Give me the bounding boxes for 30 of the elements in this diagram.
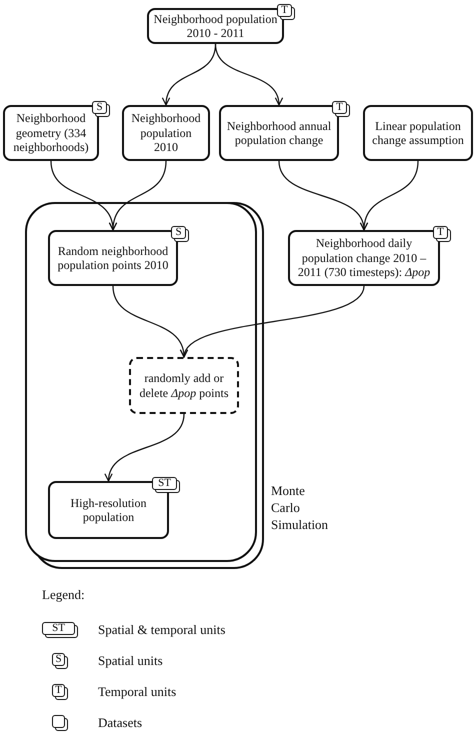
unit-badge: S — [92, 101, 107, 114]
arrow — [360, 160, 419, 231]
legend-text: Spatial units — [98, 653, 163, 669]
node-text: Neighborhood population 2010 — [130, 111, 202, 155]
node-text: randomly add or delete Δpop points — [138, 371, 230, 400]
node-text: Neighborhood annual population change — [226, 118, 332, 148]
arrow — [110, 160, 167, 231]
unit-badge: T — [277, 4, 292, 17]
dataset-box — [363, 105, 473, 161]
arrow — [106, 414, 185, 482]
node-text: Neighborhood population 2010 - 2011 — [153, 12, 278, 40]
unit-badge: S — [171, 226, 186, 239]
node-text: Linear population change assumption — [371, 118, 465, 148]
node-text: Neighborhood daily population change 2010 – 2011 (730 timesteps): Δpop — [296, 236, 432, 280]
unit-badge: ST — [152, 477, 177, 490]
simulation-frame — [25, 202, 264, 569]
unit-badge: T — [433, 226, 448, 239]
frame-caption: Monte Carlo Simulation — [271, 483, 330, 534]
arrow — [182, 286, 365, 358]
unit-badge: T — [332, 101, 347, 114]
node-text: High-resolution population — [70, 496, 148, 524]
legend-text: Temporal units — [98, 684, 176, 700]
process-box — [129, 357, 239, 414]
legend-title: Legend: — [42, 587, 85, 603]
dataset-box — [122, 105, 210, 161]
legend-text: Datasets — [98, 715, 142, 731]
arrow — [214, 44, 282, 106]
node-text: Neighborhood geometry (334 neighborhoods) — [12, 111, 90, 155]
node-text: Random neighborhood population points 2010 — [56, 244, 170, 272]
legend-text: Spatial & temporal units — [98, 622, 226, 638]
